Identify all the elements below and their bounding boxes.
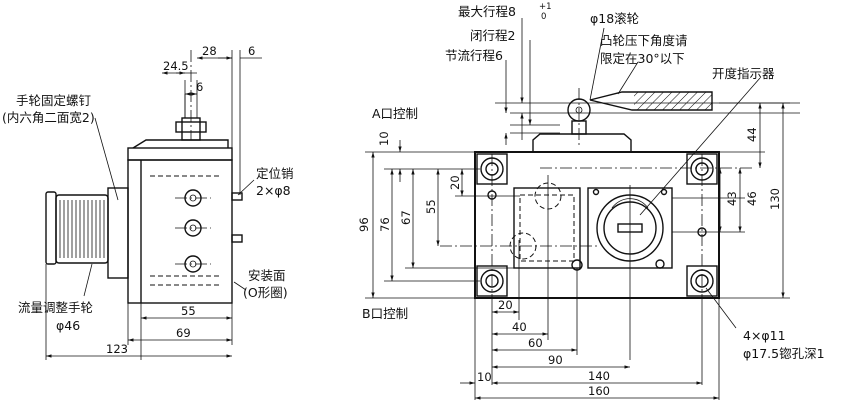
front-view — [365, 18, 800, 400]
dim-front-20-h: 20 — [498, 298, 513, 312]
dim-side-6-small: 6 — [196, 80, 203, 94]
dim-side-6-top: 6 — [248, 44, 255, 58]
label-throttle-stroke: 节流行程6 — [445, 48, 503, 63]
label-locating-pin: 定位销 — [256, 166, 294, 181]
front-view-text: 最大行程8 +1 0 闭行程2 节流行程6 φ18滚轮 凸轮压下角度请 限定在3… — [357, 2, 825, 398]
dim-front-40: 40 — [512, 320, 527, 334]
dim-front-60: 60 — [528, 336, 543, 350]
label-opening-indicator: 开度指示器 — [712, 66, 775, 81]
label-max-stroke-tol-lower: 0 — [541, 12, 546, 22]
dim-front-43: 43 — [725, 191, 739, 206]
dim-front-10-left: 10 — [377, 131, 391, 146]
dim-front-55: 55 — [424, 199, 438, 214]
dim-front-20-v: 20 — [448, 175, 462, 190]
label-locating-pin-size: 2×φ8 — [256, 183, 291, 198]
dim-front-46: 46 — [745, 191, 759, 206]
label-close-stroke: 闭行程2 — [470, 28, 515, 43]
dim-front-140: 140 — [588, 369, 610, 383]
dim-front-67: 67 — [399, 210, 413, 225]
dim-side-55: 55 — [181, 304, 196, 318]
label-roller: φ18滚轮 — [590, 11, 639, 26]
dim-side-69: 69 — [176, 326, 191, 340]
label-cam-angle-limit: 限定在30°以下 — [600, 51, 685, 66]
dim-front-90: 90 — [548, 353, 563, 367]
flow-adjust-handwheel — [45, 187, 129, 279]
label-max-stroke: 最大行程8 — [458, 4, 516, 19]
dim-side-123: 123 — [106, 342, 128, 356]
side-body — [127, 159, 233, 304]
dim-side-28: 28 — [202, 44, 217, 58]
label-cam-angle: 凸轮压下角度请 — [600, 33, 688, 48]
side-view-text: 28 6 24.5 6 55 69 123 手轮固定螺钉 (内六角二面宽2) 定… — [2, 44, 294, 356]
dim-front-160: 160 — [588, 384, 610, 398]
dim-front-44: 44 — [745, 127, 759, 142]
label-mounting-face-note: (O形圈) — [243, 285, 288, 300]
label-port-a-control: A口控制 — [372, 106, 418, 121]
label-max-stroke-tol-upper: +1 — [539, 2, 552, 12]
dim-front-96: 96 — [357, 217, 371, 232]
label-handwheel-screw-note: (内六角二面宽2) — [2, 110, 95, 125]
label-mounting-face: 安装面 — [248, 268, 286, 283]
label-flow-adjust-wheel-dia: φ46 — [56, 318, 80, 333]
dim-front-76: 76 — [378, 217, 392, 232]
locating-pin-1 — [231, 192, 243, 201]
label-counterbore: φ17.5锪孔深1 — [743, 346, 825, 361]
dim-front-130: 130 — [768, 188, 782, 210]
locating-pin-2 — [231, 234, 243, 243]
label-handwheel-screw: 手轮固定螺钉 — [16, 93, 92, 108]
side-view — [45, 50, 262, 360]
dim-side-24-5: 24.5 — [163, 59, 189, 73]
label-port-b-control: B口控制 — [362, 306, 408, 321]
dim-front-10-bottom: 10 — [477, 370, 492, 384]
label-mounting-holes: 4×φ11 — [743, 328, 786, 343]
label-flow-adjust-wheel: 流量调整手轮 — [18, 300, 93, 315]
